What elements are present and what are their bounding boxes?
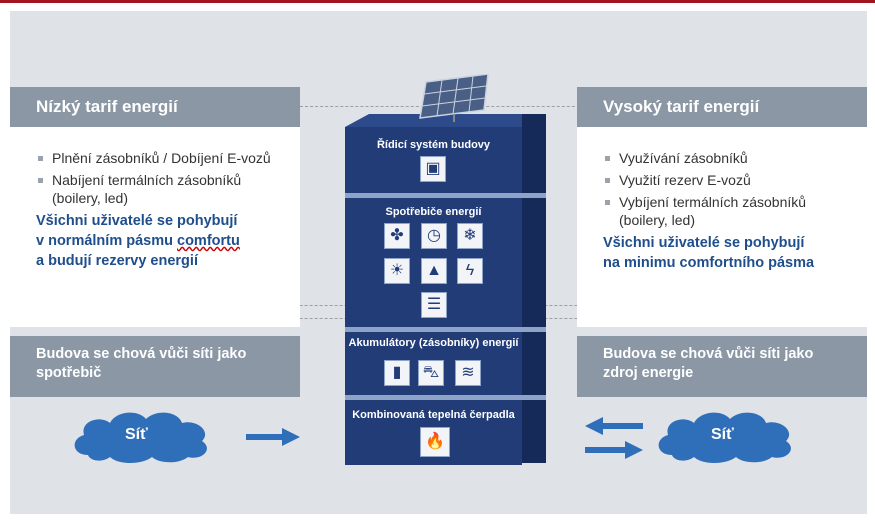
building-side: [522, 114, 546, 463]
solar-panel-icon: [419, 74, 489, 122]
right-grid-role-box: Budova se chová vůči síti jako zdroj ene…: [577, 336, 867, 397]
top-accent-line: [0, 0, 875, 3]
warning-icon: ▲: [421, 258, 447, 284]
right-cloud-label: Síť: [711, 426, 734, 443]
right-header: Vysoký tarif energií: [577, 87, 867, 127]
left-panel: Plnění zásobníků / Dobíjení E-vozů Nabíj…: [10, 127, 300, 327]
electric-car-icon: ⛍: [418, 360, 444, 386]
list-item: Využití rezerv E-vozů: [603, 171, 857, 189]
tower-segment-control-system: Řídicí systém budovy: [376, 139, 491, 151]
fan-icon: ✤: [384, 223, 410, 249]
snowflake-icon: ❄: [457, 223, 483, 249]
battery-icon: ▮: [384, 360, 410, 386]
list-item: Plnění zásobníků / Dobíjení E-vozů: [36, 149, 288, 167]
tower-segment-consumers: Spotřebiče energií: [385, 206, 482, 218]
heat-pump-icon: 🔥: [420, 427, 450, 457]
left-grid-role-box: Budova se chová vůči síti jako spotřebič: [10, 336, 300, 397]
thermal-storage-icon: ≋: [455, 360, 481, 386]
floor-divider: [345, 193, 546, 198]
list-item: Využívání zásobníků: [603, 149, 857, 167]
floor-divider: [345, 327, 546, 332]
arrow-right-icon: [246, 428, 300, 446]
left-emphasis: Všichni uživatelé se pohybují v normální…: [36, 213, 240, 269]
control-system-icon: ▣: [420, 156, 446, 182]
list-item: Vybíjení termálních zásobníků (boilery, …: [603, 193, 857, 229]
lightning-icon: ϟ: [457, 258, 483, 284]
blinds-icon: ☰: [421, 292, 447, 318]
right-emphasis: Všichni uživatelé se pohybují na minimu …: [603, 235, 815, 271]
right-cloud-icon: [658, 412, 791, 463]
arrows-bidirectional-icon: [585, 417, 643, 459]
building-roof: [345, 114, 546, 127]
right-panel: Využívání zásobníků Využití rezerv E-voz…: [577, 127, 867, 327]
left-cloud-icon: [74, 412, 207, 463]
clock-icon: ◷: [421, 223, 447, 249]
tower-segment-accumulators: Akumulátory (zásobníky) energií: [348, 337, 519, 349]
sun-icon: ☀: [384, 258, 410, 284]
tower-segment-heat-pumps: Kombinovaná tepelná čerpadla: [352, 409, 515, 421]
left-header: Nízký tarif energií: [10, 87, 300, 127]
left-cloud-label: Síť: [125, 426, 148, 443]
floor-divider: [345, 395, 546, 400]
list-item: Nabíjení termálních zásobníků (boilery, …: [36, 171, 288, 207]
